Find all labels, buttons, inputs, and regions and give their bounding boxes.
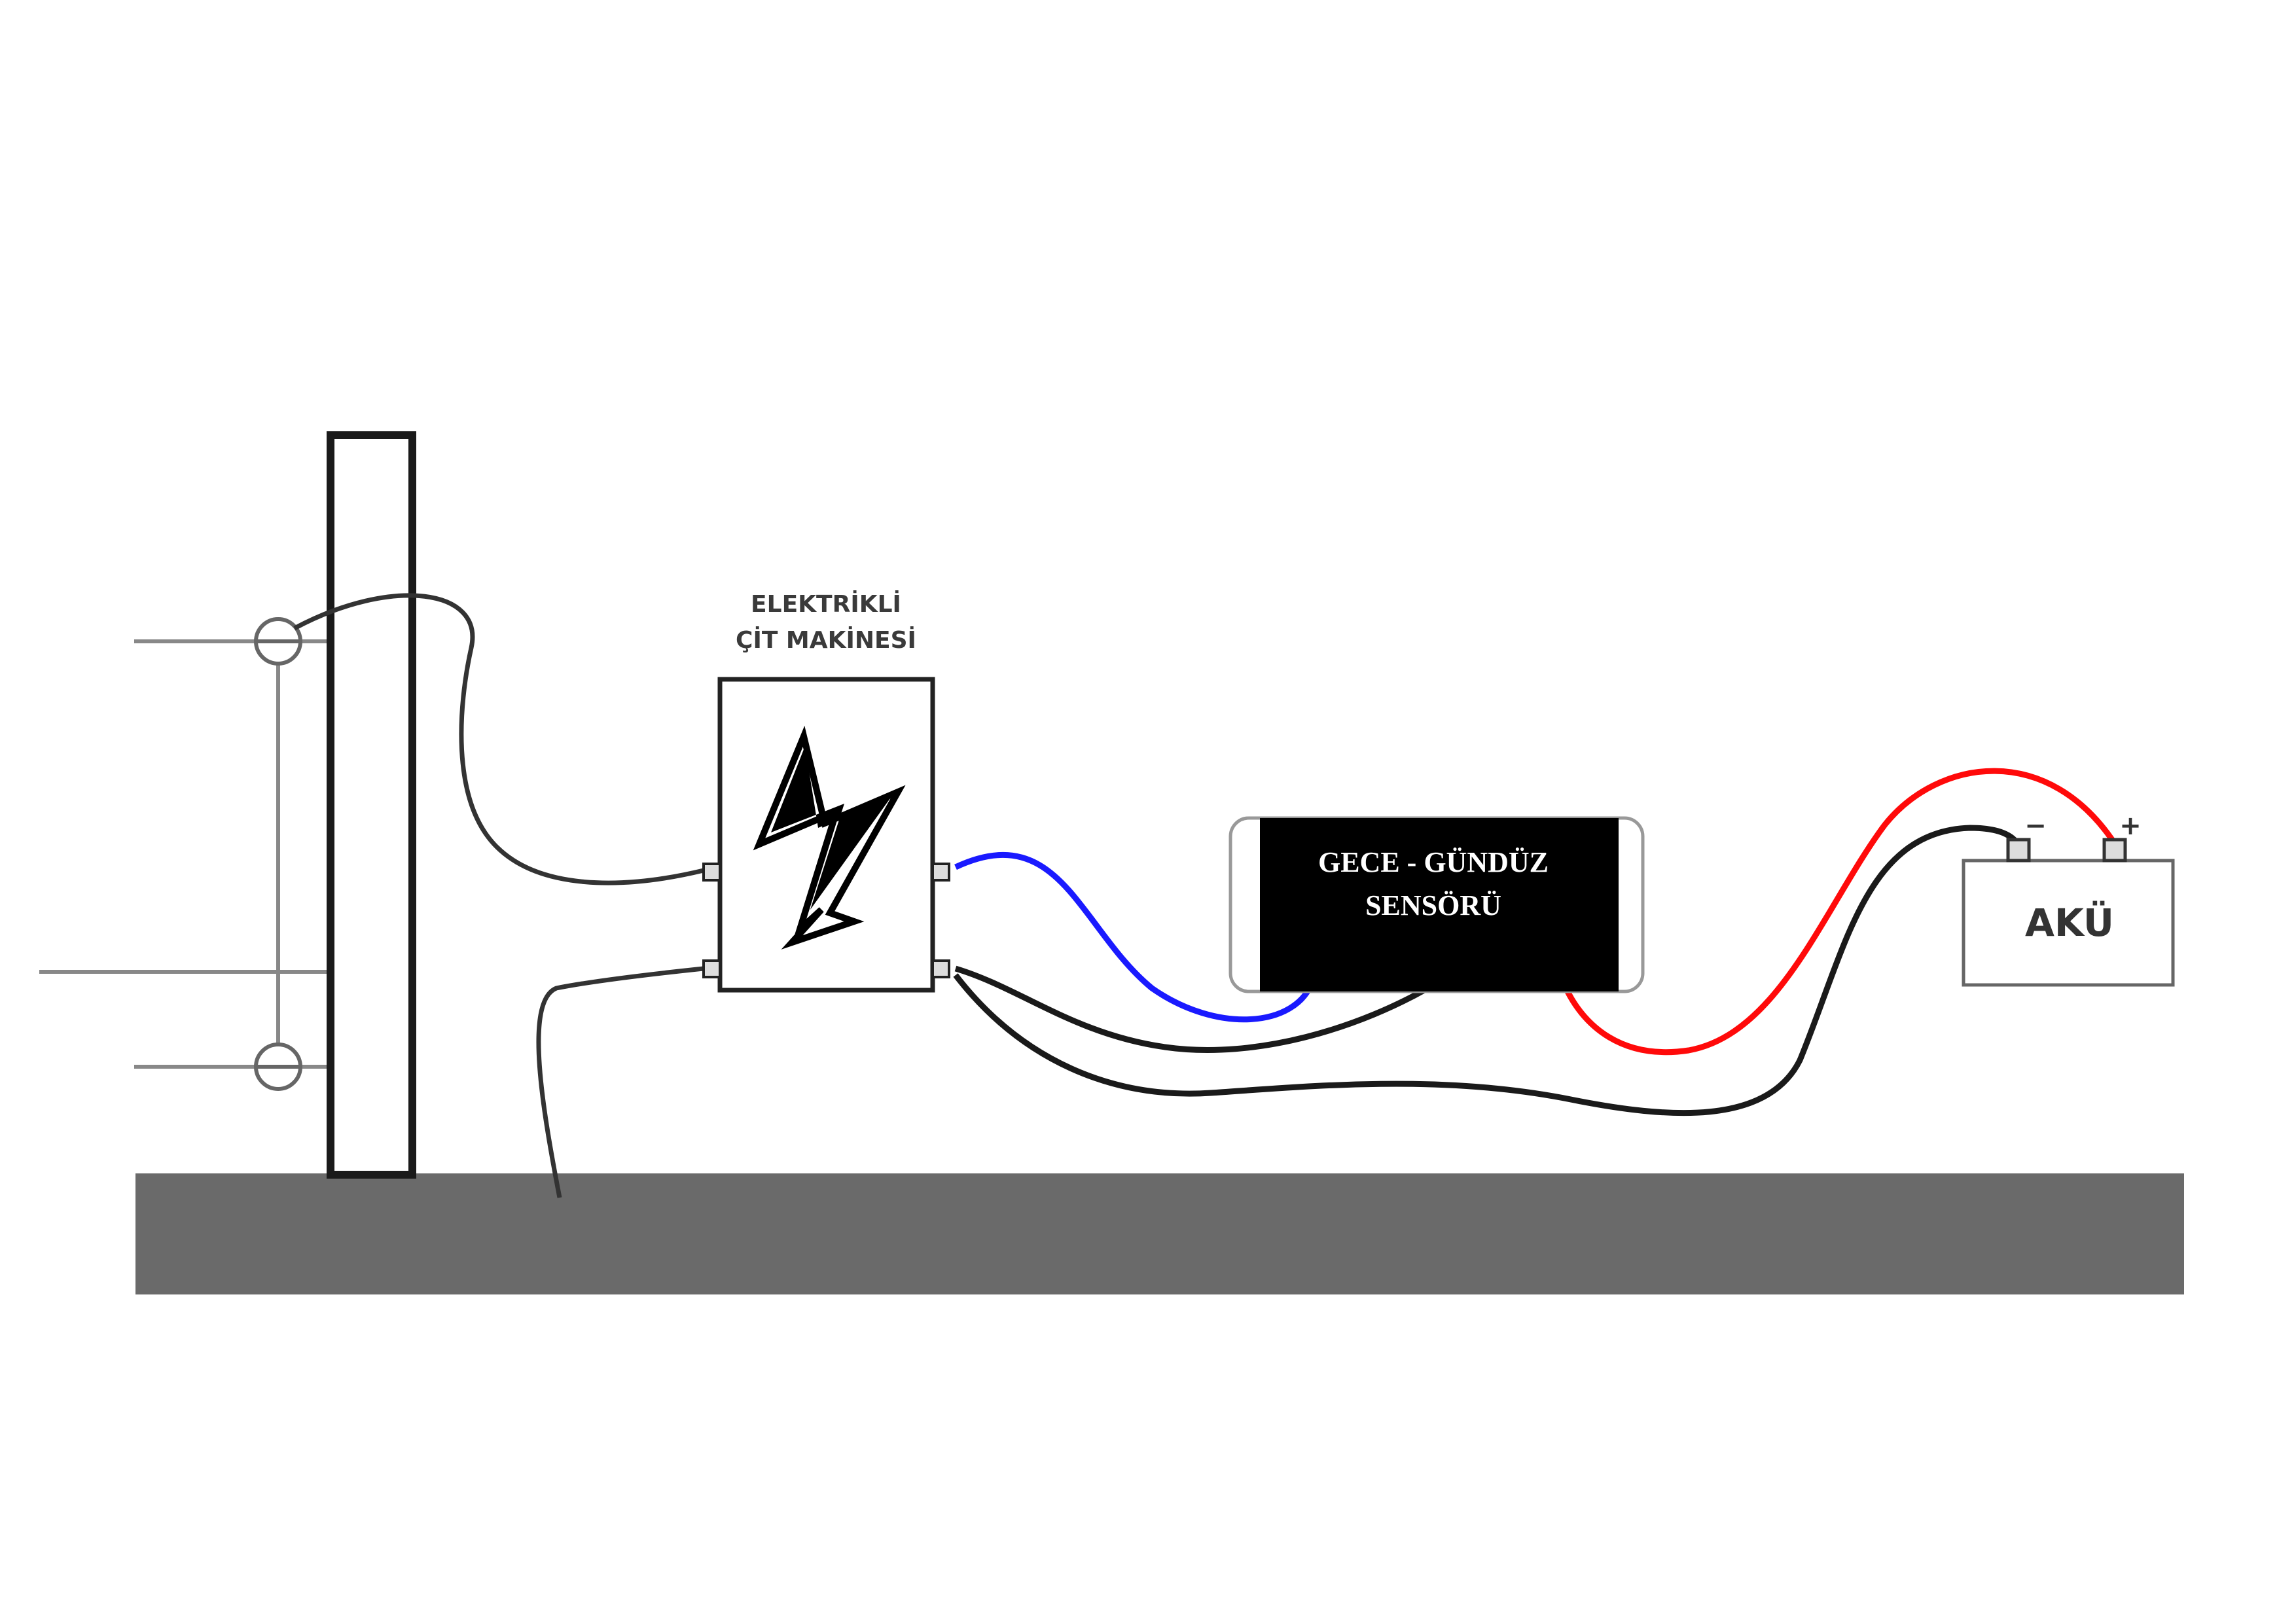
sensor-label-line1: GECE - GÜNDÜZ <box>1318 846 1549 878</box>
fence-machine: ELEKTRİKLİ ÇİT MAKİNESİ <box>702 590 950 993</box>
machine-terminal-plus <box>931 863 950 882</box>
red-wire <box>1561 768 2120 1056</box>
battery: − + AKÜ <box>1962 811 2175 987</box>
fence-output-wire <box>293 593 704 885</box>
fence-wires <box>39 639 331 1069</box>
lightning-bolt-icon <box>753 725 906 950</box>
machine-terminal-minus <box>931 959 950 978</box>
earth-wire <box>536 966 704 1198</box>
sensor-label-line2: SENSÖRÜ <box>1365 889 1501 921</box>
battery-positive-symbol: + <box>2119 811 2142 841</box>
battery-negative-symbol: − <box>2024 811 2047 841</box>
battery-terminal-positive <box>2102 838 2127 863</box>
black-wire-to-battery <box>953 825 2022 1116</box>
machine-terminal-earth <box>702 959 721 978</box>
day-night-sensor: GECE - GÜNDÜZ SENSÖRÜ <box>1229 816 1645 993</box>
fence-machine-label-line2: ÇİT MAKİNESİ <box>736 626 916 654</box>
fence-post <box>327 431 416 1179</box>
black-wire-to-sensor <box>954 965 1435 1053</box>
battery-body <box>1962 859 2175 987</box>
ground <box>135 1173 2184 1294</box>
battery-terminal-negative <box>2006 838 2031 863</box>
blue-wire <box>954 851 1316 1023</box>
insulators <box>254 617 302 1091</box>
machine-terminal-output <box>702 863 721 882</box>
sensor-body <box>1260 818 1619 991</box>
battery-label: AKÜ <box>2025 900 2114 945</box>
fence-machine-label-line1: ELEKTRİKLİ <box>751 590 901 618</box>
